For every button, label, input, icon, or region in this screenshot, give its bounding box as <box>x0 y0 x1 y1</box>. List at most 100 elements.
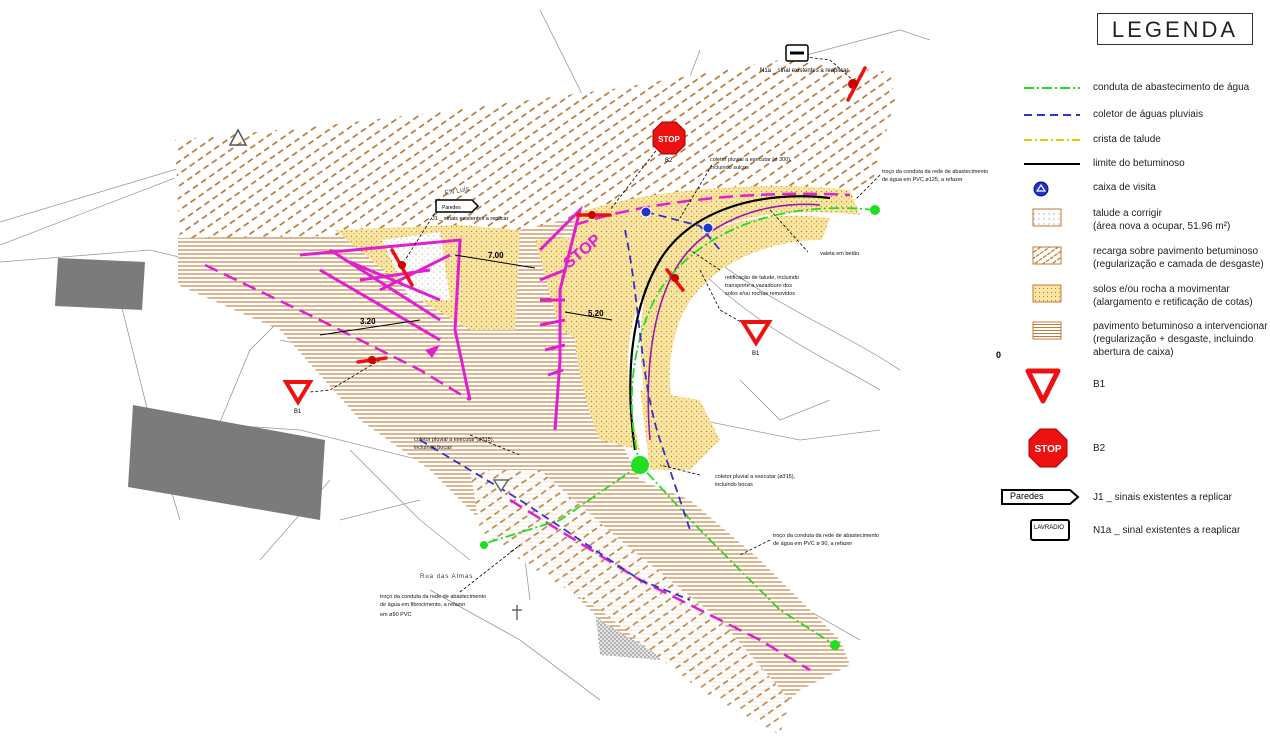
building <box>55 258 145 310</box>
svg-text:coletor pluvial a executar (ø3: coletor pluvial a executar (ø315), <box>715 474 796 480</box>
soil-area-inner <box>640 215 830 440</box>
dotted-hatch-icon <box>1032 208 1062 227</box>
legend-stray-mark: 0 <box>996 350 1002 360</box>
j1-sign-text: Paredes <box>442 205 461 211</box>
sign-post-dot <box>368 356 376 364</box>
legend-label-sub: (área nova a ocupar, 51.96 m²) <box>1093 221 1231 232</box>
water-node <box>480 541 488 549</box>
note-n1a: N1a _ sinal existentes a reaplicar <box>760 68 848 74</box>
svg-text:troço da conduta da rede de ab: troço da conduta da rede de abasteciment… <box>773 533 879 539</box>
legend-panel: LEGENDA conduta de abastecimento de água… <box>996 0 1270 742</box>
j1-sign-text: Paredes <box>1010 491 1044 501</box>
storm-collector <box>419 211 721 601</box>
legend-label: crista de talude <box>1093 134 1161 145</box>
soil-area-curve <box>571 186 860 450</box>
legend-title: LEGENDA <box>1097 13 1253 45</box>
stop-sign-text: STOP <box>658 135 680 144</box>
legend-title-box: LEGENDA <box>1097 13 1253 45</box>
legend-label: N1a _ sinal existentes a reaplicar <box>1093 525 1241 536</box>
blue-dashed-line-icon <box>1024 114 1080 116</box>
sign-post-dot <box>398 261 406 269</box>
svg-text:retificação de talude, incluin: retificação de talude, incluindo <box>725 275 799 281</box>
diagonal-hatch-icon <box>1032 246 1062 265</box>
yellow-dotted-hatch-icon <box>1032 284 1062 303</box>
legend-label-main: pavimento betuminoso a intervencionar <box>1093 321 1268 332</box>
site-plan: 7.00 3.20 5.20 STOP N1a _ sinal existent… <box>0 9 988 735</box>
legend-label: pavimento betuminoso a intervencionar (r… <box>1093 320 1268 359</box>
svg-text:STOP: STOP <box>1034 444 1061 455</box>
yield-sign-small-icon <box>492 479 510 493</box>
legend-label: coletor de águas pluviais <box>1093 109 1204 120</box>
svg-text:troço da conduta da rede de ab: troço da conduta da rede de abasteciment… <box>380 594 486 600</box>
legend-label-main: solos e/ou rocha a movimentar <box>1093 284 1230 295</box>
legend-label-sub: (regularização e camada de desgaste) <box>1093 259 1264 270</box>
water-node <box>870 205 880 215</box>
yellow-dash-dot-line-icon <box>1024 139 1080 141</box>
svg-text:incluindo bocas: incluindo bocas <box>715 482 753 488</box>
svg-text:de água em PVC ø 90, a refazer: de água em PVC ø 90, a refazer <box>773 541 852 547</box>
svg-text:de água em fibrocimento, a ref: de água em fibrocimento, a refazer <box>380 602 465 608</box>
legend-label-sub: (alargamento e retificação de cotas) <box>1093 297 1253 308</box>
road-label: EN Luís <box>444 186 470 197</box>
building <box>128 405 325 520</box>
legend-label: J1 _ sinais existentes a replicar <box>1093 492 1232 503</box>
black-solid-line-icon <box>1024 163 1080 165</box>
legend-label: solos e/ou rocha a movimentar (alargamen… <box>1093 283 1268 309</box>
manhole-icon <box>1033 181 1049 197</box>
sign-label-b1: B1 <box>294 409 302 415</box>
svg-text:de água em PVC ø125, a refazer: de água em PVC ø125, a refazer <box>882 177 963 183</box>
sign-label-b2: B2 <box>665 158 673 164</box>
legend-label: caixa de visita <box>1093 182 1156 193</box>
green-dash-dot-line-icon <box>1024 87 1080 89</box>
svg-text:coletor pluvial a executar (ø3: coletor pluvial a executar (ø315), <box>414 437 495 443</box>
yield-sign-icon <box>1025 368 1061 404</box>
direction-sign-icon <box>435 199 480 213</box>
legend-label: conduta de abastecimento de água <box>1093 82 1250 93</box>
water-line <box>479 207 876 646</box>
triangle-marker-icon <box>228 128 248 146</box>
sign-label-b1: B1 <box>752 351 760 357</box>
svg-text:incluindo sulcos: incluindo sulcos <box>710 165 749 171</box>
water-node <box>631 456 649 474</box>
stop-sign-icon: STOP <box>1028 428 1068 468</box>
legend-label-main: recarga sobre pavimento betuminoso <box>1093 246 1259 257</box>
soil-area-mid <box>535 235 600 350</box>
slope-area <box>382 232 450 300</box>
legend-label-sub: (regularização + desgaste, incluindo abe… <box>1093 334 1254 358</box>
svg-text:incluindo bocas: incluindo bocas <box>414 445 452 451</box>
sign-post-dot <box>671 274 679 282</box>
magenta-arrow <box>425 345 440 358</box>
direction-sign-icon <box>1001 489 1080 505</box>
horizontal-hatch-icon <box>1032 321 1062 340</box>
legend-label: limite do betuminoso <box>1093 158 1185 169</box>
recharge-hatch-lower <box>470 470 790 735</box>
dimension-label: 7.00 <box>488 251 504 260</box>
place-name-sign-icon <box>1030 519 1070 541</box>
svg-text:valeta em betão: valeta em betão <box>820 251 859 257</box>
cross-marker-icon <box>512 605 522 620</box>
legend-label: B1 <box>1093 379 1106 390</box>
legend-label: B2 <box>1093 443 1106 454</box>
manhole-icon <box>702 222 714 234</box>
svg-text:solos e/ou rochas removidos: solos e/ou rochas removidos <box>725 291 795 297</box>
stop-sign-icon <box>652 121 686 155</box>
yield-sign-icon <box>739 320 773 347</box>
street-name: Rua das Almas <box>420 574 473 580</box>
svg-text:transporte a vazadouro dos: transporte a vazadouro dos <box>725 283 792 289</box>
sign-post-dot <box>848 79 858 89</box>
manhole-icon <box>640 206 652 218</box>
yield-sign-icon <box>282 380 314 406</box>
svg-text:em ø90 PVC: em ø90 PVC <box>380 612 412 618</box>
sign-post-dot <box>588 211 596 219</box>
svg-text:troço da conduta da rede de ab: troço da conduta da rede de abasteciment… <box>882 169 988 175</box>
legend-label: recarga sobre pavimento betuminoso (regu… <box>1093 245 1268 271</box>
dimension-label: 3.20 <box>360 317 376 326</box>
legend-label: talude a corrigir (área nova a ocupar, 5… <box>1093 207 1268 233</box>
dimension-lines <box>319 254 613 336</box>
magenta-zones <box>299 205 583 431</box>
svg-text:coletor pluvial a executar (ø: coletor pluvial a executar (ø 300), <box>710 157 792 163</box>
n1a-sign-text: LAVRADIO <box>1034 525 1064 531</box>
legend-label-main: talude a corrigir <box>1093 208 1162 219</box>
water-node <box>830 640 840 650</box>
plan-notes: troço da conduta da rede de abasteciment… <box>380 157 988 618</box>
